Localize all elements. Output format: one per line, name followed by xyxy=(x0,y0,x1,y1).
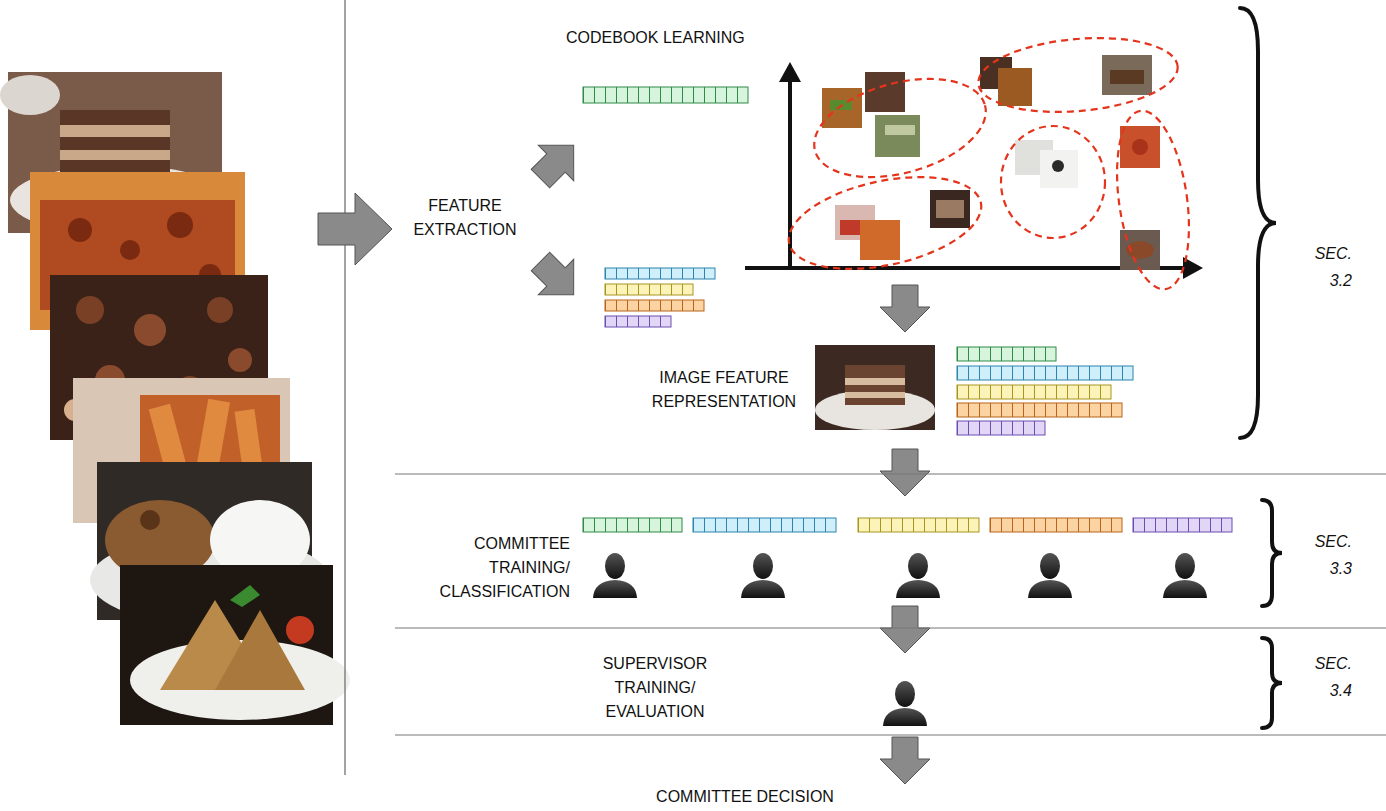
flow-arrow xyxy=(523,244,592,313)
codebook-plot xyxy=(1132,139,1148,155)
codebook-plot xyxy=(1001,126,1105,238)
flow-arrow xyxy=(880,285,930,332)
section-line xyxy=(395,735,1386,736)
classifier-silhouette xyxy=(1028,553,1072,598)
section-line xyxy=(395,474,1386,735)
food-photo-stack xyxy=(207,297,233,323)
tiramisu-photo xyxy=(845,392,905,398)
section-ref: SEC. 3.4 xyxy=(1300,650,1352,704)
stage-label: COMMITTEE DECISION xyxy=(620,785,870,809)
classifier-silhouette xyxy=(883,681,927,726)
food-photo-stack xyxy=(286,616,314,644)
tiramisu-photo xyxy=(815,345,935,430)
codebook-plot xyxy=(885,125,915,135)
codebook-plot xyxy=(998,68,1032,106)
section-brace xyxy=(1262,500,1282,606)
food-photo-stack xyxy=(230,585,260,607)
classifier-silhouette xyxy=(593,553,1207,726)
section-line xyxy=(395,474,1386,475)
flow-arrow xyxy=(523,244,592,313)
section-brace xyxy=(1240,8,1276,438)
food-photo-stack xyxy=(120,240,140,260)
food-photo-stack xyxy=(60,125,170,137)
stage-label: FEATURE EXTRACTION xyxy=(395,194,535,242)
flow-arrow xyxy=(523,128,592,197)
codebook-plot xyxy=(779,62,801,82)
codebook-plot xyxy=(860,220,900,260)
tiramisu-photo xyxy=(815,345,935,430)
food-photo-stack xyxy=(140,510,160,530)
feature-vector xyxy=(583,87,1232,532)
codebook-plot xyxy=(745,266,1185,270)
section-brace xyxy=(1240,8,1282,728)
feature-vector xyxy=(957,366,1133,380)
section-brace xyxy=(1262,638,1282,728)
feature-vector xyxy=(957,385,1111,399)
divider-line xyxy=(344,0,345,775)
codebook-plot xyxy=(865,72,905,112)
food-photo-stack xyxy=(68,218,92,242)
feature-vector xyxy=(957,347,1056,361)
food-photo-stack xyxy=(0,75,60,115)
codebook-plot xyxy=(1102,55,1152,95)
codebook-plot xyxy=(1107,106,1199,294)
codebook-plot xyxy=(745,30,1203,293)
feature-vector xyxy=(957,421,1045,435)
food-photo-stack xyxy=(60,150,170,160)
classifier-silhouette xyxy=(741,553,785,598)
food-photo-stack xyxy=(134,314,166,346)
codebook-plot xyxy=(930,190,970,228)
codebook-plot xyxy=(780,162,989,285)
codebook-plot xyxy=(975,30,1181,119)
feature-vector xyxy=(605,316,671,327)
codebook-plot xyxy=(875,115,920,157)
codebook-plot xyxy=(1120,126,1160,168)
codebook-plot xyxy=(1040,150,1078,188)
food-photo-stack xyxy=(0,72,350,725)
codebook-plot xyxy=(822,88,862,128)
codebook-plot xyxy=(803,62,996,194)
section-ref: SEC. 3.2 xyxy=(1300,240,1352,294)
feature-vector xyxy=(605,300,704,311)
feature-vector xyxy=(1133,518,1232,532)
food-photo-stack xyxy=(167,212,193,238)
codebook-plot xyxy=(1052,160,1064,172)
feature-vector xyxy=(957,403,1122,417)
flow-arrow xyxy=(880,449,930,496)
classifier-silhouette xyxy=(896,553,940,598)
feature-vector xyxy=(605,268,715,279)
food-photo-stack xyxy=(60,110,170,180)
stage-label: CODEBOOK LEARNING xyxy=(566,26,806,50)
stage-label: SUPERVISOR TRAINING/ EVALUATION xyxy=(570,652,740,724)
flow-arrow xyxy=(880,737,930,784)
feature-vector xyxy=(693,518,836,532)
flow-arrow xyxy=(318,193,392,265)
feature-vector xyxy=(858,518,979,532)
section-ref: SEC. 3.3 xyxy=(1300,528,1352,582)
codebook-plot xyxy=(1110,70,1144,84)
tiramisu-photo xyxy=(845,378,905,385)
feature-vector xyxy=(583,518,682,532)
classifier-silhouette xyxy=(1163,553,1207,598)
tiramisu-photo xyxy=(845,365,905,405)
codebook-plot xyxy=(780,30,1199,293)
codebook-plot xyxy=(936,200,964,218)
tiramisu-photo xyxy=(815,390,935,430)
flow-arrow xyxy=(318,128,930,784)
stage-label: COMMITTEE TRAINING/ CLASSIFICATION xyxy=(418,532,570,604)
section-line xyxy=(395,628,1386,629)
feature-vector xyxy=(605,284,693,295)
feature-vector xyxy=(583,87,748,103)
flow-arrow xyxy=(523,128,592,197)
feature-vector xyxy=(990,518,1122,532)
flow-arrow xyxy=(880,606,930,653)
classifier-silhouette xyxy=(593,553,637,598)
food-photo-stack xyxy=(76,296,104,324)
food-photo-stack xyxy=(228,348,252,372)
stage-label: IMAGE FEATURE REPRESENTATION xyxy=(638,366,810,414)
